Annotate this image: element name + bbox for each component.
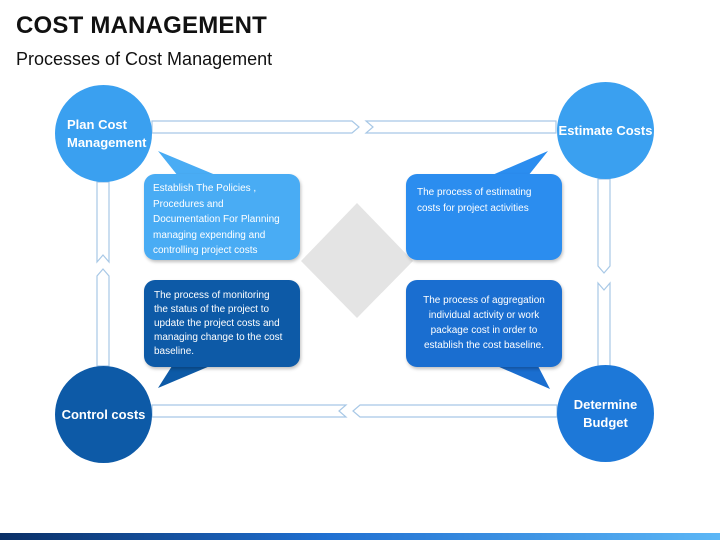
arrow-budget-to-control-1: [352, 404, 558, 418]
budget-node-line1: Determine: [573, 396, 638, 412]
control-description-bubble: The process of monitoring the status of …: [144, 280, 300, 367]
arrow-plan-to-estimate-1: [151, 120, 360, 134]
control-description-line: update the project costs and: [154, 318, 280, 329]
plan-node-line2: Management: [67, 134, 147, 150]
control-node-label: Control costs: [61, 406, 146, 422]
arrow-control-to-plan-1: [96, 268, 110, 367]
plan-description-line: Documentation For Planning: [153, 214, 280, 225]
budget-description-line: The process of aggregation: [423, 295, 545, 306]
budget-description-line: establish the cost baseline.: [423, 340, 545, 351]
arrow-control-to-plan-2: [96, 181, 110, 264]
plan-description-line: Procedures and: [153, 198, 224, 210]
arrow-estimate-to-budget-1: [597, 178, 611, 274]
arrow-plan-to-estimate-2: [364, 120, 557, 134]
arrow-estimate-to-budget-2: [597, 281, 611, 367]
budget-node-line2: Budget: [583, 414, 628, 430]
estimate-node-label: Estimate Costs: [558, 122, 653, 138]
bubble-tail-plan: [158, 151, 218, 176]
estimate-description-bubble: The process of estimating costs for proj…: [406, 174, 562, 260]
estimate-costs-node: Estimate Costs: [557, 82, 654, 179]
bubble-tail-budget: [497, 366, 550, 389]
plan-description-line: managing expending and: [153, 229, 266, 241]
page-title: COST MANAGEMENT: [16, 12, 267, 39]
control-description-line: managing change to the cost: [154, 332, 283, 343]
page-subtitle: Processes of Cost Management: [16, 49, 273, 69]
plan-description-line: Establish The Policies ,: [153, 183, 257, 194]
control-description-line: baseline.: [154, 346, 195, 357]
center-diamond: [301, 203, 413, 318]
control-description-line: the status of the project to: [154, 304, 270, 315]
determine-budget-node: Determine Budget: [557, 365, 654, 462]
bubble-tail-estimate: [490, 151, 548, 176]
plan-node-line1: Plan Cost: [67, 116, 127, 132]
plan-description-line: controlling project costs: [153, 245, 258, 256]
budget-description-line: package cost in order to: [430, 325, 538, 336]
control-description-line: The process of monitoring: [154, 290, 270, 301]
estimate-description-line: costs for project activities: [417, 202, 529, 214]
control-costs-node: Control costs: [55, 366, 152, 463]
arrow-budget-to-control-2: [151, 404, 348, 418]
budget-description-bubble: The process of aggregation individual ac…: [406, 280, 562, 367]
bottom-gradient-bar: [0, 533, 720, 540]
bubble-tail-control: [158, 366, 210, 388]
budget-description-line: individual activity or work: [428, 310, 540, 321]
plan-description-bubble: Establish The Policies , Procedures and …: [144, 174, 300, 260]
plan-cost-management-node: Plan Cost Management: [55, 85, 152, 182]
estimate-description-line: The process of estimating: [417, 187, 532, 198]
